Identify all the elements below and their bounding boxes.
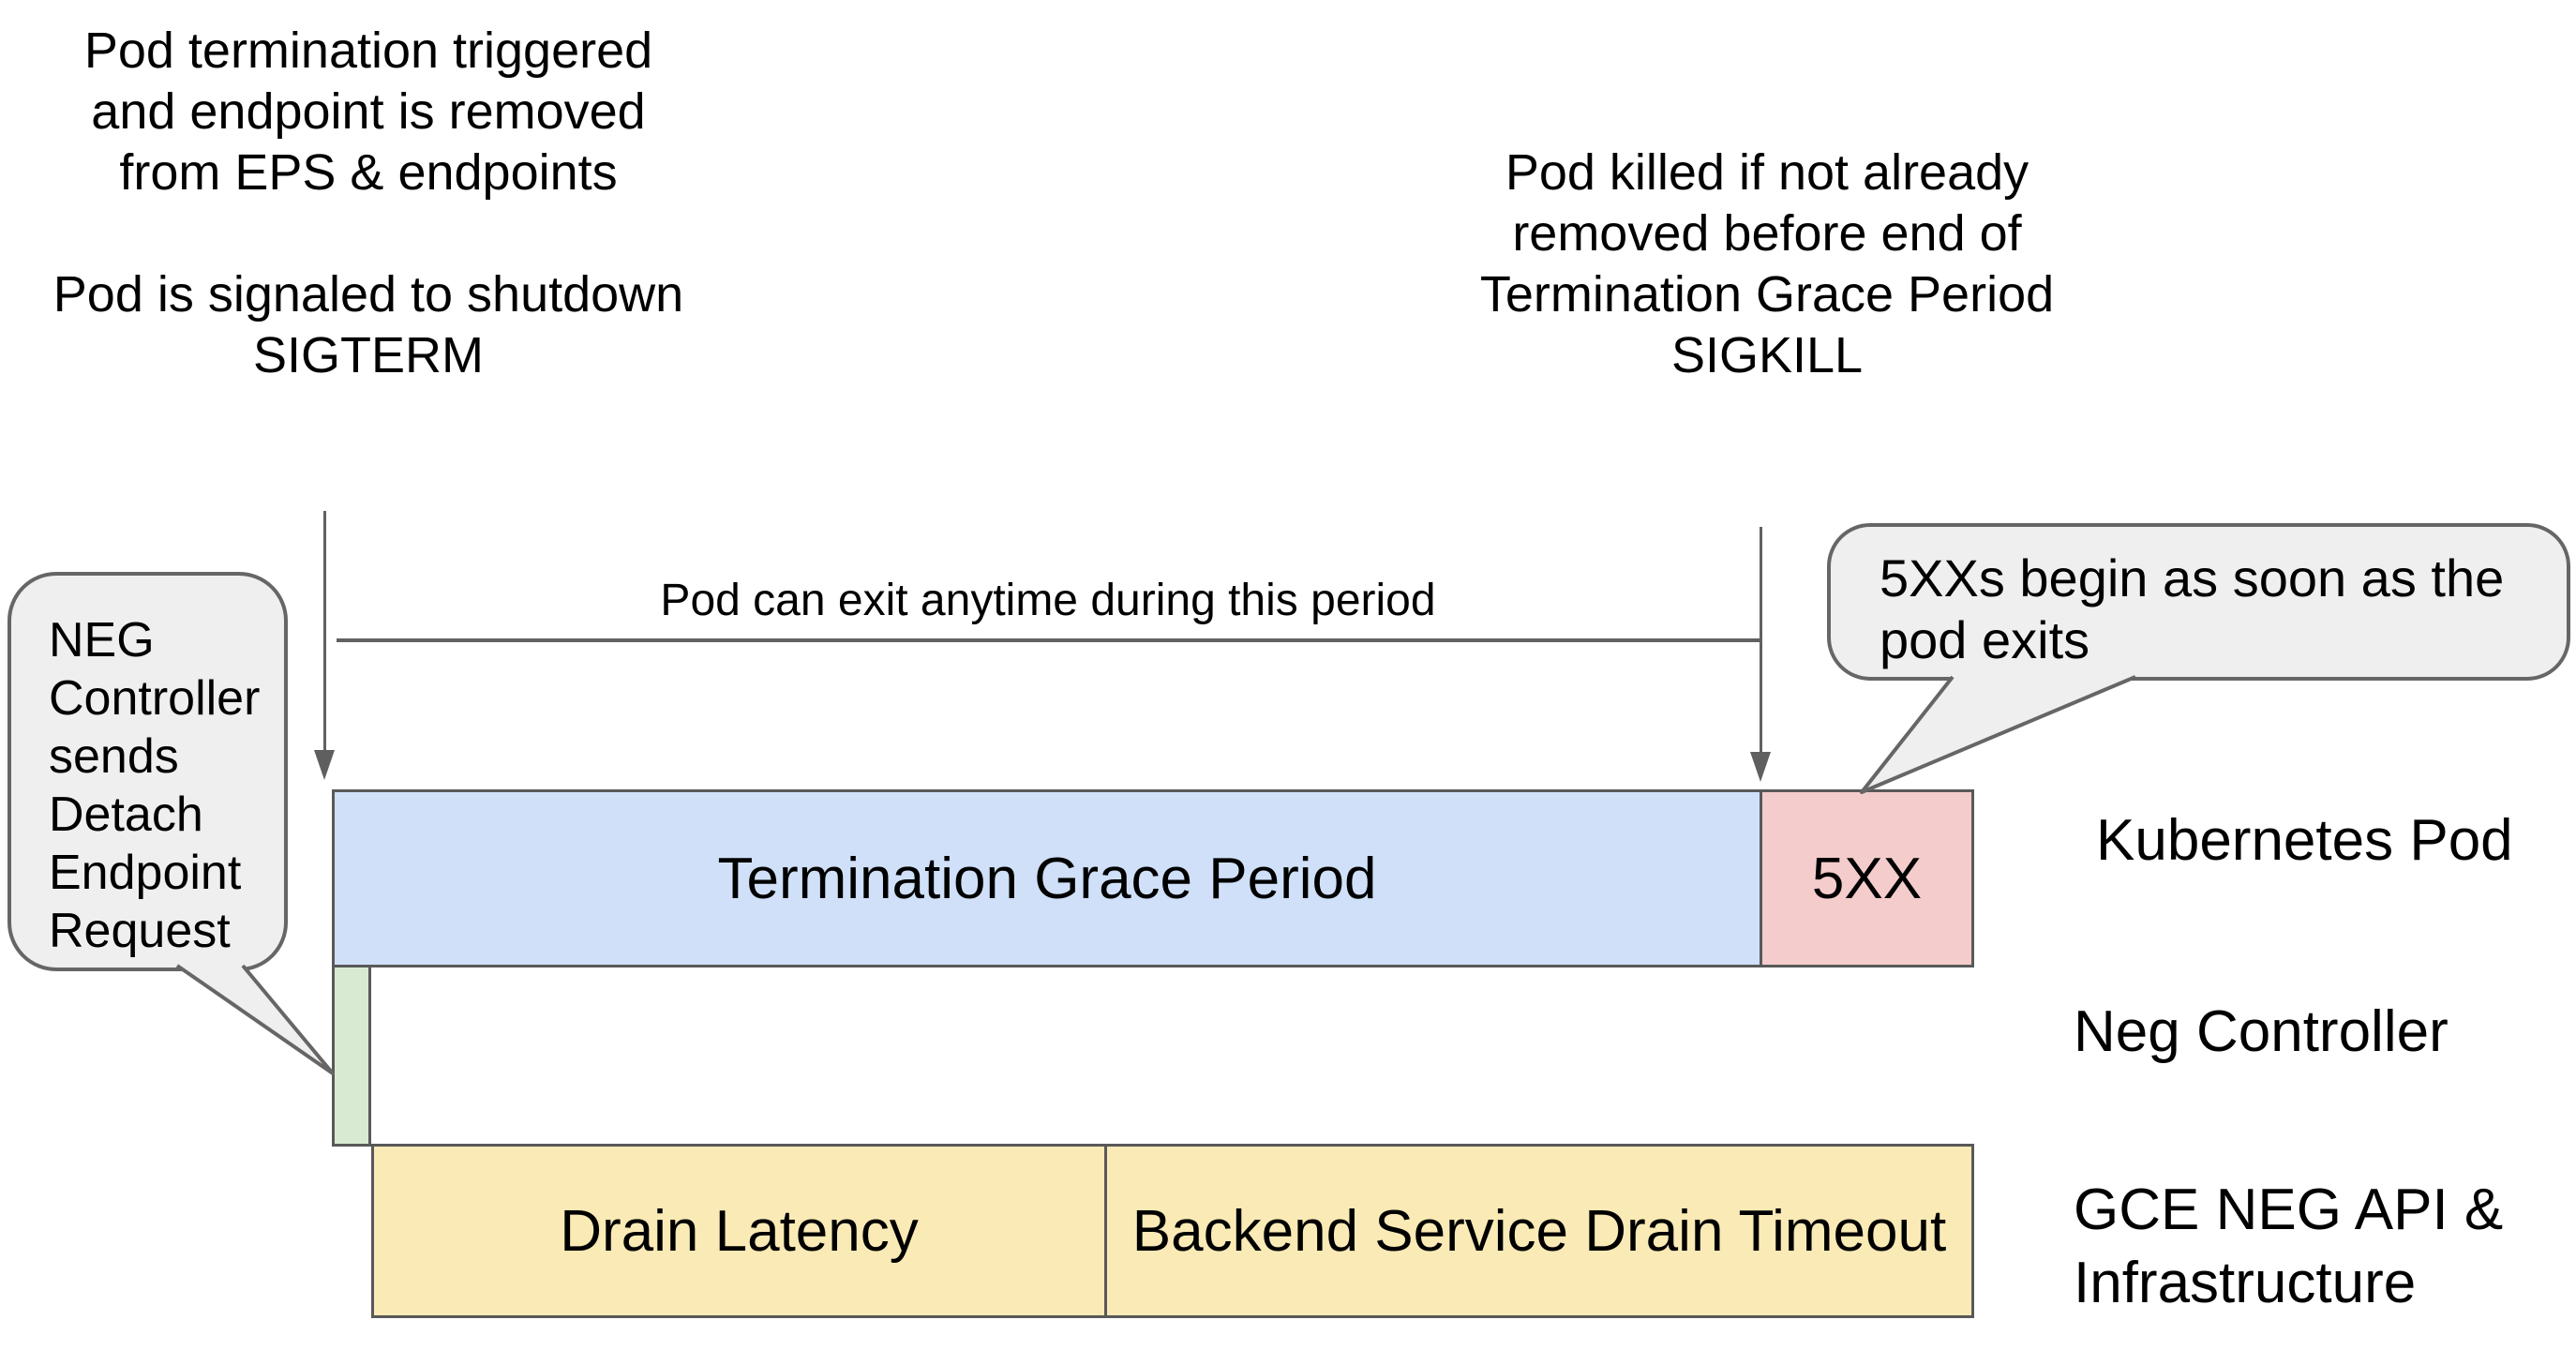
left-annotation-line: SIGTERM [252,327,484,383]
neg-callout-tail [175,964,335,1075]
neg-callout-line: Detach [49,788,203,842]
left-annotation: Pod termination triggered and endpoint i… [37,21,699,386]
sigterm-event-line [323,511,326,753]
row-label-gce-neg-api: GCE NEG API & Infrastructure [2074,1174,2503,1320]
row-label-gce-line: GCE NEG API & [2074,1178,2504,1242]
drain-bar-divider [1104,1147,1107,1315]
fivexx-callout: 5XXs begin as soon as the pod exits [1827,523,2570,681]
left-annotation-line: from EPS & endpoints [119,144,618,201]
left-annotation-line: and endpoint is removed [91,83,646,140]
right-annotation: Pod killed if not already removed before… [1436,142,2098,386]
sigkill-event-line [1760,527,1762,754]
neg-controller-callout: NEG Controller sends Detach Endpoint Req… [7,572,288,971]
right-annotation-line: Termination Grace Period [1479,266,2055,322]
termination-grace-period-label: Termination Grace Period [717,846,1377,911]
left-annotation-line: Pod is signaled to shutdown [52,266,684,322]
sigterm-arrowhead-icon [314,750,335,780]
detach-endpoint-bar [332,965,371,1147]
neg-callout-line: Controller [49,671,261,726]
left-annotation-line: Pod termination triggered [83,22,653,79]
fivexx-callout-text: 5XXs begin as soon as the pod exits [1880,548,2567,671]
row-label-neg-controller: Neg Controller [2074,999,2449,1064]
right-annotation-line: SIGKILL [1670,327,1864,383]
span-caption: Pod can exit anytime during this period [660,576,1436,625]
termination-grace-period-bar: Termination Grace Period [332,789,1762,968]
row-label-gce-line: Infrastructure [2074,1251,2417,1315]
fivexx-callout-line: pod exits [1880,610,2090,669]
bsd-timeout-segment: Backend Service Drain Timeout [1107,1147,1971,1315]
fivexx-callout-tail [1860,675,2136,794]
sigkill-arrowhead-icon [1750,752,1771,782]
neg-callout-text: NEG Controller sends Detach Endpoint Req… [49,611,284,960]
neg-callout-line: sends [49,729,179,784]
drain-bar: Drain Latency Backend Service Drain Time… [371,1144,1974,1318]
neg-callout-line: NEG [49,613,155,668]
span-line [337,638,1760,642]
fivexx-bar-label: 5XX [1811,846,1923,911]
right-annotation-line: removed before end of [1512,205,2022,262]
line-gap [37,203,699,264]
right-annotation-line: Pod killed if not already [1505,144,2029,201]
neg-callout-line: Endpoint [49,846,242,900]
neg-callout-line: Request [49,904,231,958]
fivexx-bar: 5XX [1760,789,1974,968]
row-label-kubernetes-pod: Kubernetes Pod [2096,808,2513,873]
bsd-timeout-label: Backend Service Drain Timeout [1131,1198,1947,1264]
fivexx-callout-line: 5XXs begin as soon as the [1880,548,2505,608]
drain-latency-label: Drain Latency [560,1198,919,1264]
drain-latency-segment: Drain Latency [374,1147,1104,1315]
